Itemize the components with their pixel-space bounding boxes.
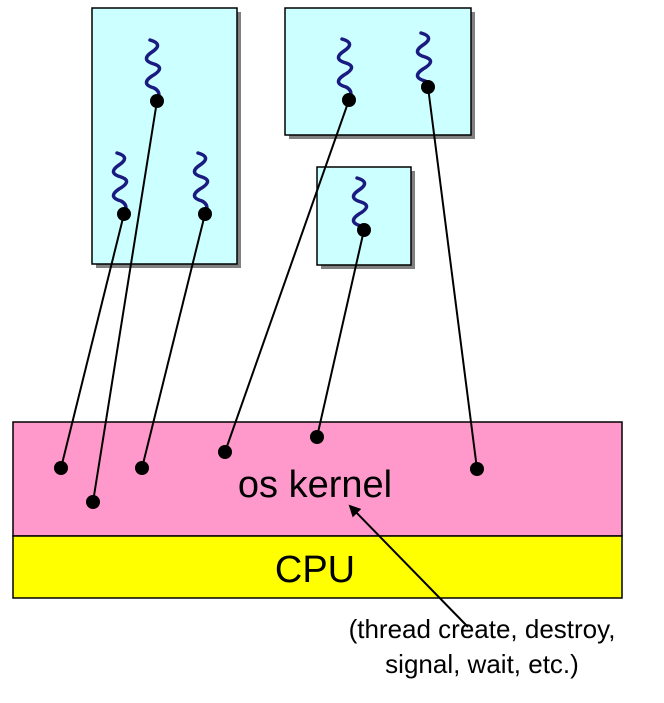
cpu-label: CPU [275,549,355,591]
os-kernel-label: os kernel [238,464,392,506]
thread-squiggle-icon [336,37,354,102]
thread-kernel-connections [60,86,478,503]
thread-dot [117,207,131,221]
kernel-thread-dot [54,461,68,475]
cpu-layer [12,535,623,599]
thread-squiggle-icon [192,151,210,216]
process-box-1 [91,7,241,268]
thread-dot [342,93,356,107]
thread-dot [198,207,212,221]
thread-squiggle-icon [144,38,162,103]
kernel-arrow [348,504,469,628]
kernel-operations-caption: (thread create, destroy, signal, wait, e… [300,612,664,682]
thread-dot [357,223,371,237]
process-box-2 [284,7,475,139]
connection-line-6 [316,229,365,438]
kernel-thread-dot [218,445,232,459]
connection-line-4 [224,99,350,453]
connection-line-3 [141,213,206,469]
thread-dot [421,80,435,94]
kernel-thread-dot [86,495,100,509]
kernel-thread-dot [470,462,484,476]
connection-line-2 [60,213,125,469]
caption-line-1: (thread create, destroy, [348,614,616,644]
thread-dot [150,94,164,108]
kernel-thread-dot [310,430,324,444]
kernel-thread-dot [135,461,149,475]
connection-line-1 [92,100,158,503]
thread-squiggle-icon [111,151,129,216]
caption-line-2: signal, wait, etc.) [385,649,579,679]
connection-line-5 [427,86,478,470]
